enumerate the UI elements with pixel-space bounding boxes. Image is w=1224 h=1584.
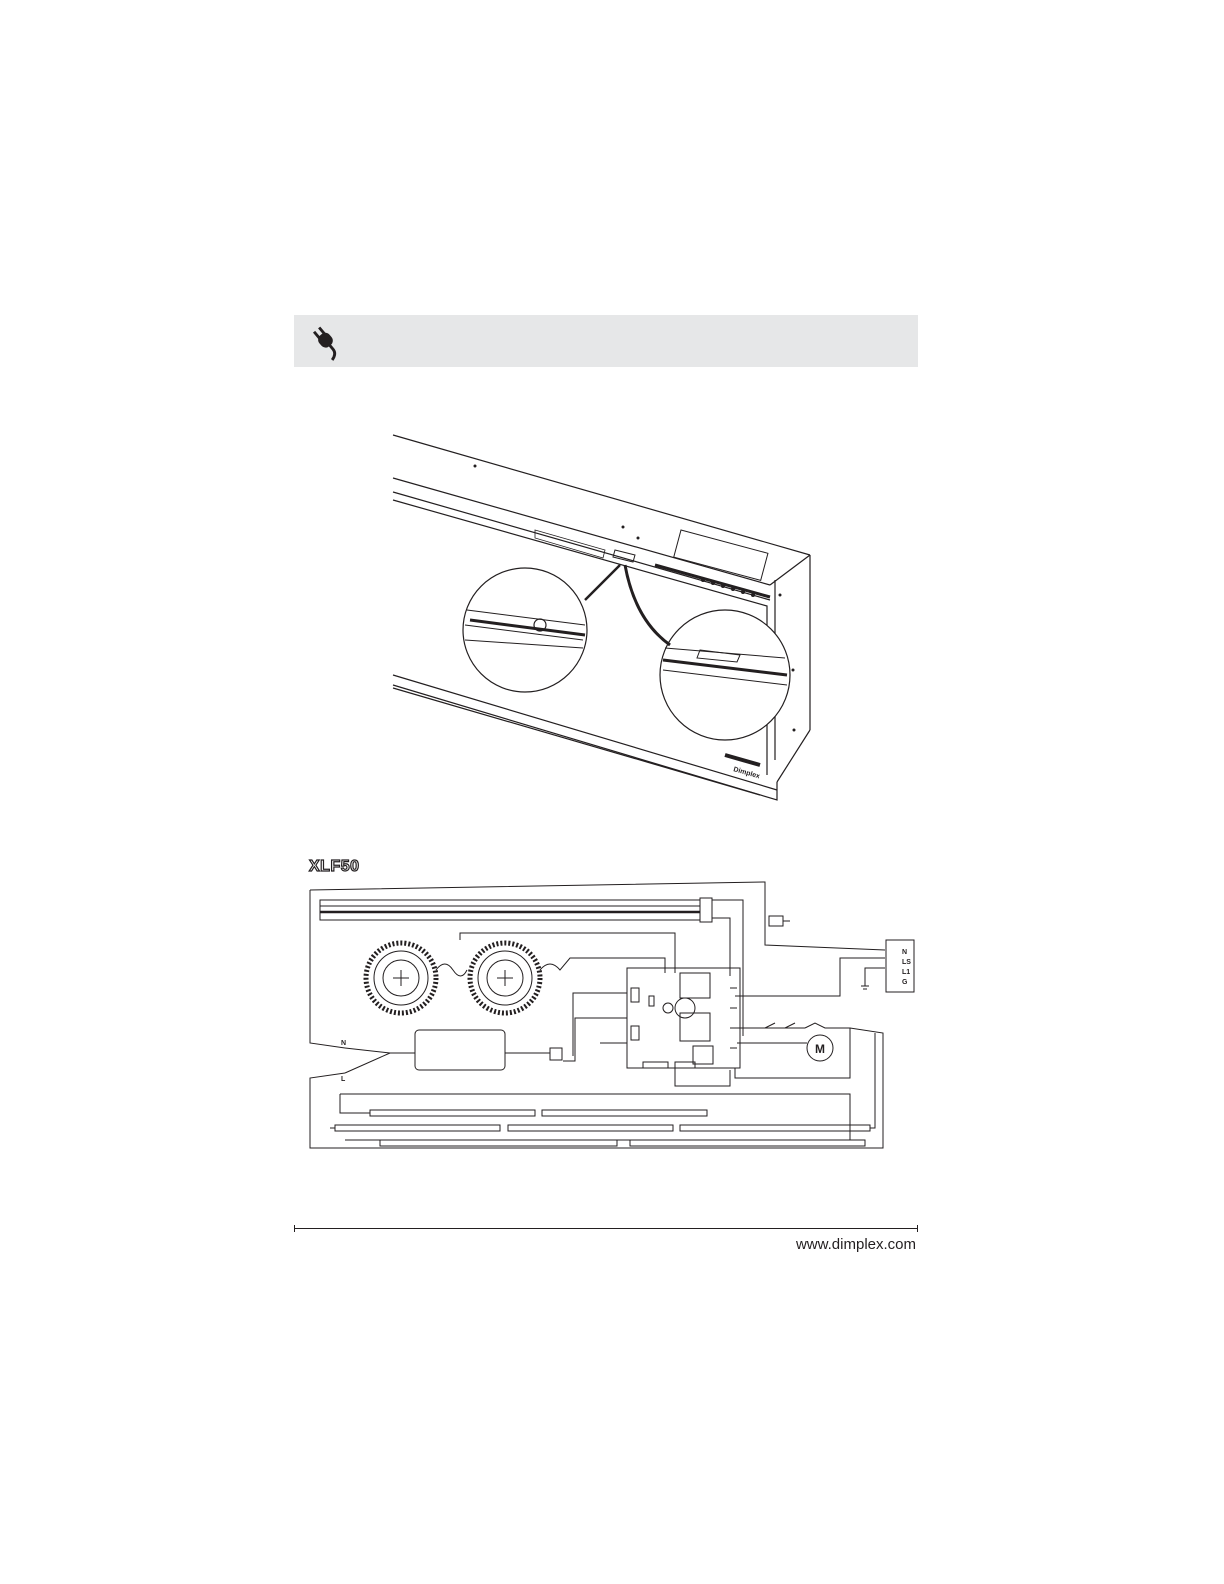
plug-icon <box>308 323 346 361</box>
motor-label: M <box>815 1042 825 1056</box>
terminal-label-n: N <box>902 949 907 956</box>
wiring-diagram: N LS L1 G M N L <box>305 878 920 1158</box>
fireplace-illustration: Dimplex <box>385 430 815 805</box>
cord-label-live: L <box>341 1076 346 1083</box>
wiring-diagram-title: XLF50 <box>309 858 360 876</box>
terminal-label-g: G <box>902 979 908 986</box>
terminal-label-l1: L1 <box>902 969 910 976</box>
cord-label-neutral: N <box>341 1040 346 1047</box>
section-banner <box>294 315 918 367</box>
terminal-label-ls: LS <box>902 959 911 966</box>
footer-rule <box>294 1228 918 1229</box>
footer-url[interactable]: www.dimplex.com <box>796 1236 916 1253</box>
